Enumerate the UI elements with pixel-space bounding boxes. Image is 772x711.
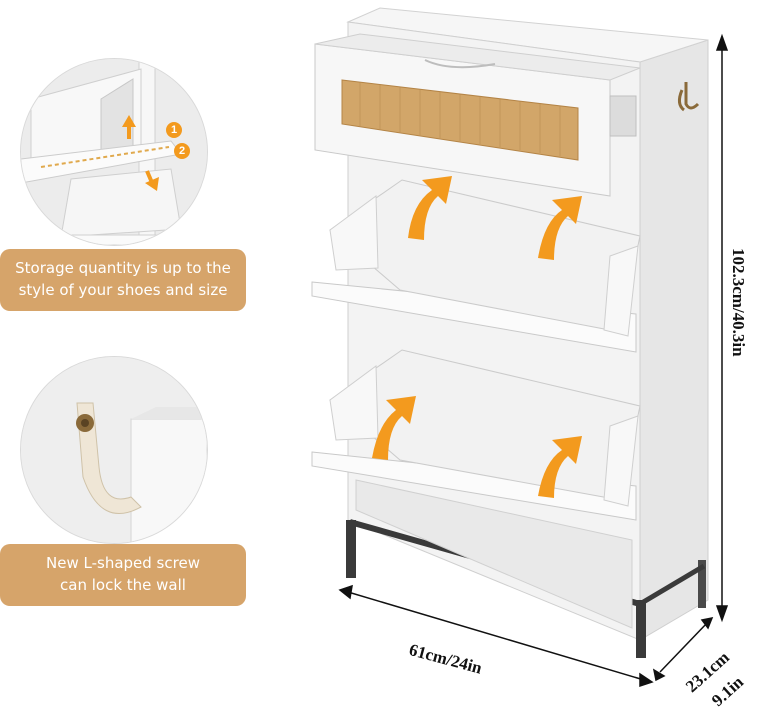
dimension-lines [338, 33, 729, 688]
storage-callout: Storage quantity is up to the style of y… [0, 249, 246, 311]
screw-callout: New L-shaped screw can lock the wall [0, 544, 246, 606]
height-dimension-label: 102.3cm/40.3in [729, 248, 748, 357]
leg-back-right [698, 560, 706, 608]
leg-front-right [636, 600, 646, 658]
screw-callout-line1: New L-shaped screw [46, 554, 200, 572]
storage-callout-line1: Storage quantity is up to the [15, 259, 231, 277]
step-badge-2: 2 [174, 143, 190, 159]
screw-callout-line2: can lock the wall [60, 576, 186, 594]
anchor-illustration [21, 357, 207, 543]
step-badge-1: 1 [166, 122, 182, 138]
mechanism-detail-inset [20, 58, 208, 246]
leg-front-left [346, 520, 356, 578]
mechanism-illustration [21, 59, 207, 245]
wall-anchor-inset [20, 356, 208, 544]
cabinet-side-panel [639, 39, 709, 641]
storage-callout-line2: style of your shoes and size [18, 281, 228, 299]
side-hook [677, 82, 700, 112]
opening-arrows [372, 176, 582, 498]
